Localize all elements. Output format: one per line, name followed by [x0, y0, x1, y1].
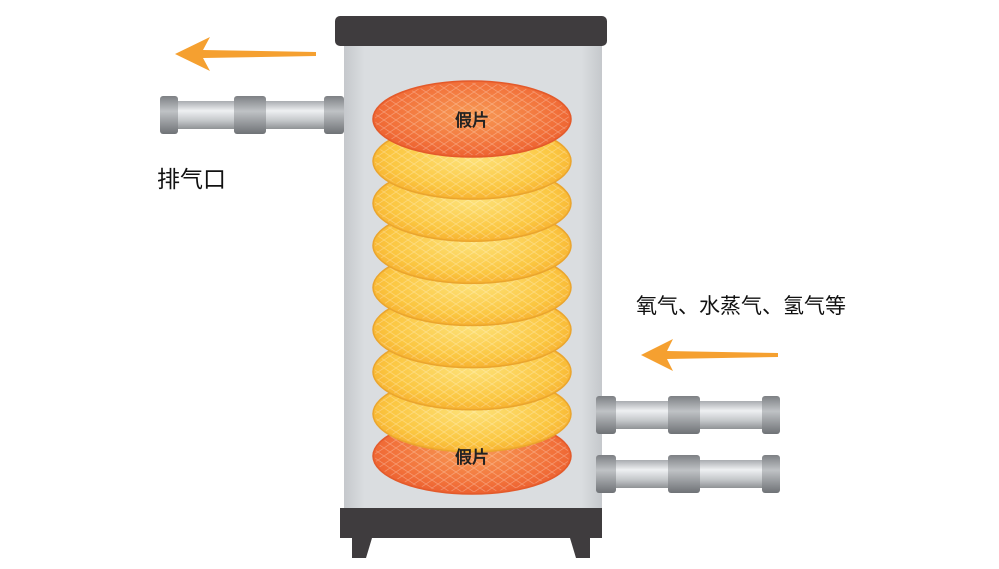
dummy-wafer-bottom-label: 假片	[455, 447, 489, 468]
exhaust-port-label: 排气口	[157, 167, 226, 193]
chamber-base	[340, 508, 602, 538]
inlet-pipe-upper	[596, 396, 780, 434]
dummy-wafer	[372, 80, 572, 158]
chamber-cap	[335, 16, 607, 46]
dummy-wafer-top-label: 假片	[455, 110, 489, 131]
chamber-leg-left	[352, 538, 372, 558]
inlet-arrow-icon	[641, 339, 778, 371]
chamber-leg-right	[570, 538, 590, 558]
exhaust-arrow-icon	[175, 37, 316, 71]
process-gas-label: 氧气、水蒸气、氢气等	[636, 294, 846, 318]
inlet-pipe-lower	[596, 455, 780, 493]
exhaust-pipe	[160, 96, 344, 134]
